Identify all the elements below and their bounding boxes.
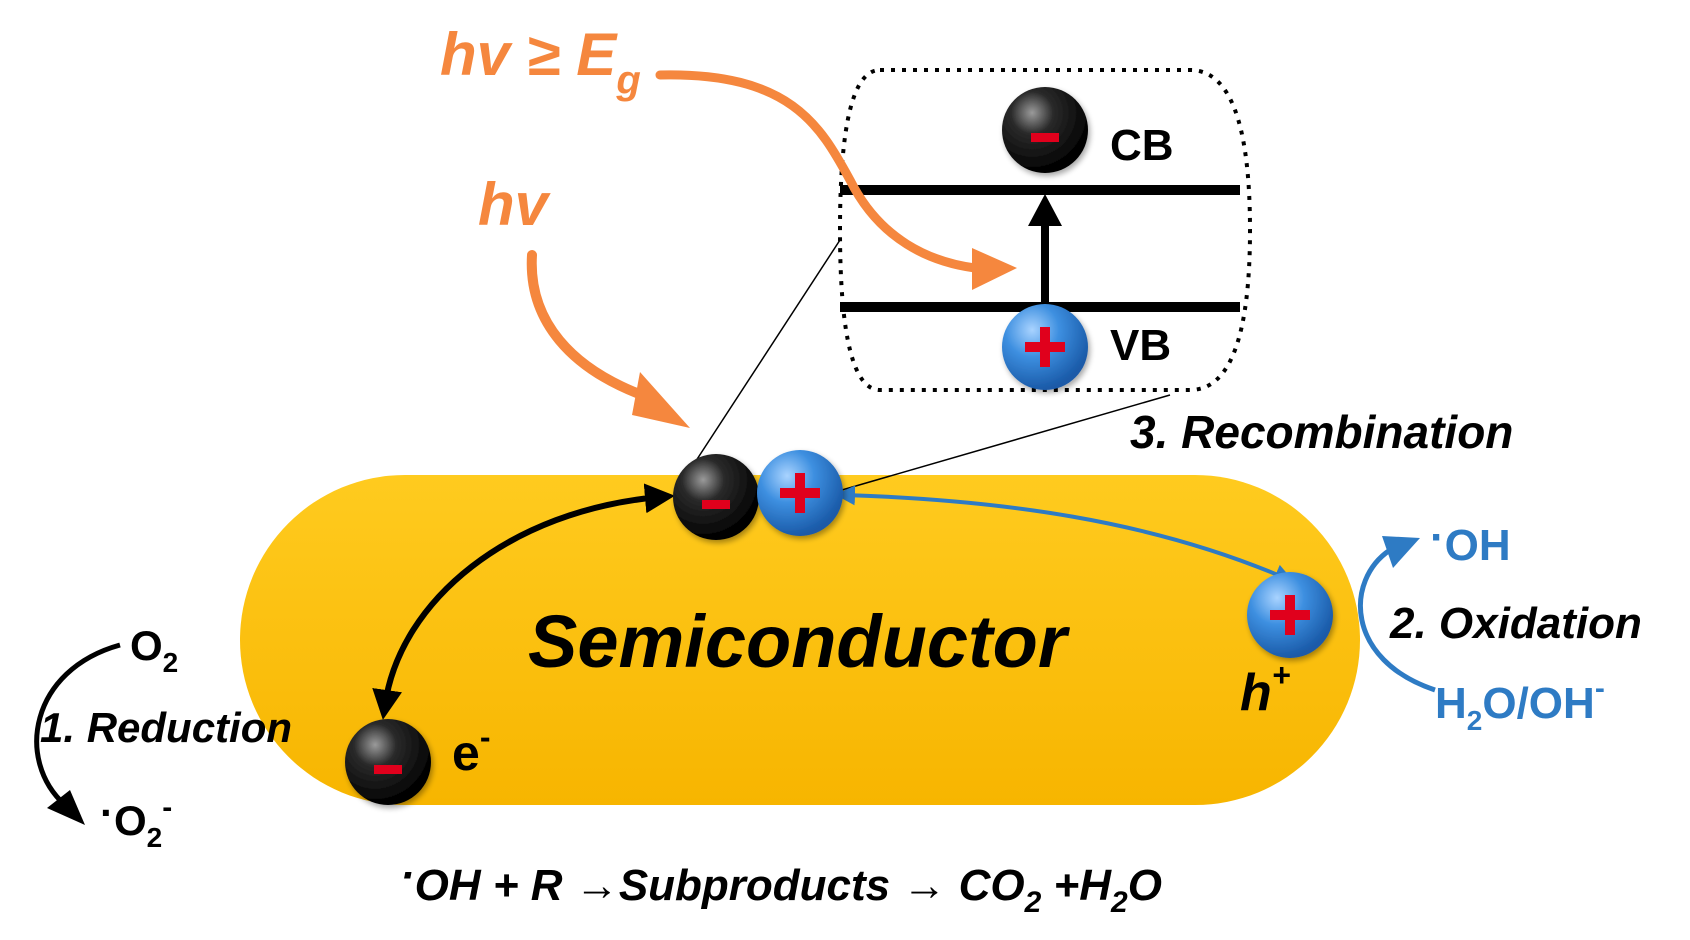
superoxide-label: ·O2-	[100, 789, 172, 853]
water-hydroxide-label: H2O/OH-	[1435, 672, 1605, 736]
oxidation-label: 2. Oxidation	[1389, 599, 1642, 648]
photon-high-energy-arrow	[655, 70, 980, 273]
vb-label: VB	[1110, 321, 1171, 370]
reduction-label: 1. Reduction	[40, 704, 292, 751]
photon-high-energy-arrowhead	[972, 248, 1017, 290]
photon-arrow	[526, 250, 655, 403]
oxidation-arrow	[1358, 547, 1436, 693]
electron-reduction-site	[345, 719, 431, 805]
electron-at-surface	[673, 454, 759, 540]
electron-migration-arrow	[372, 483, 675, 720]
semiconductor-label: Semiconductor	[528, 600, 1071, 683]
oxidation-arrowhead	[1382, 536, 1420, 568]
excitation-arrow-head	[1028, 194, 1062, 226]
zoom-line-left	[689, 239, 841, 471]
degradation-equation: ·OH + R →Subproducts → CO2 +H2O	[400, 851, 1162, 919]
photon-high-energy-label: hv ≥ Eg	[440, 21, 641, 102]
hole-oxidation-site	[1247, 572, 1333, 658]
photon-label: hv	[478, 171, 552, 238]
recombination-label: 3. Recombination	[1130, 406, 1513, 458]
hole-in-vb	[1002, 304, 1088, 390]
oxygen-label: O2	[130, 622, 178, 678]
hole-migration-arrow	[835, 485, 1295, 584]
electron-label: e-	[452, 719, 490, 781]
zoom-line-right	[834, 394, 1171, 493]
hole-at-surface	[757, 450, 843, 536]
reduction-arrowhead	[47, 790, 85, 825]
hole-label: h+	[1240, 657, 1290, 722]
reduction-arrow	[34, 642, 121, 807]
electron-in-cb	[1002, 87, 1088, 173]
cb-label: CB	[1110, 121, 1174, 170]
photon-arrowhead	[632, 372, 690, 428]
hydroxyl-radical-label: ·OH	[1430, 513, 1511, 570]
band-gap-zoom-box	[837, 68, 1253, 392]
